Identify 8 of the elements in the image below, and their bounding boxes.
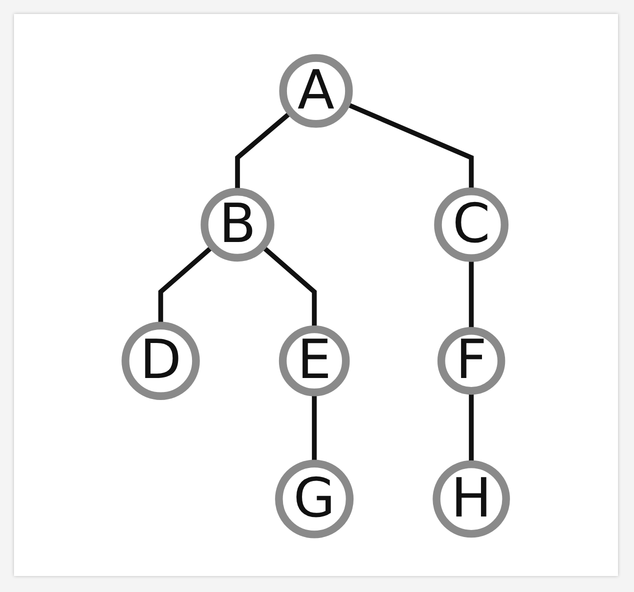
node-circle: H xyxy=(432,460,510,538)
node-circle: E xyxy=(279,325,350,396)
node-circle: B xyxy=(200,188,275,262)
node-circle: A xyxy=(279,54,354,128)
node-circle: G xyxy=(275,460,354,538)
node-circle: D xyxy=(122,322,200,400)
node-circle: C xyxy=(434,188,509,262)
node-circle: F xyxy=(438,327,506,395)
